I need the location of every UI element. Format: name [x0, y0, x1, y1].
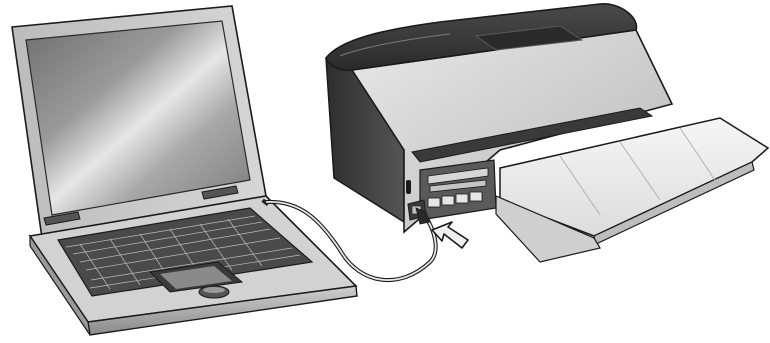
printer: [326, 4, 768, 262]
printer-button: [442, 196, 454, 205]
printer-button: [428, 198, 440, 207]
laptop: [12, 6, 357, 335]
laptop-screen: [26, 21, 250, 215]
printer-button: [470, 192, 482, 201]
printer-power-indicator: [406, 180, 411, 194]
printer-button: [456, 194, 468, 203]
